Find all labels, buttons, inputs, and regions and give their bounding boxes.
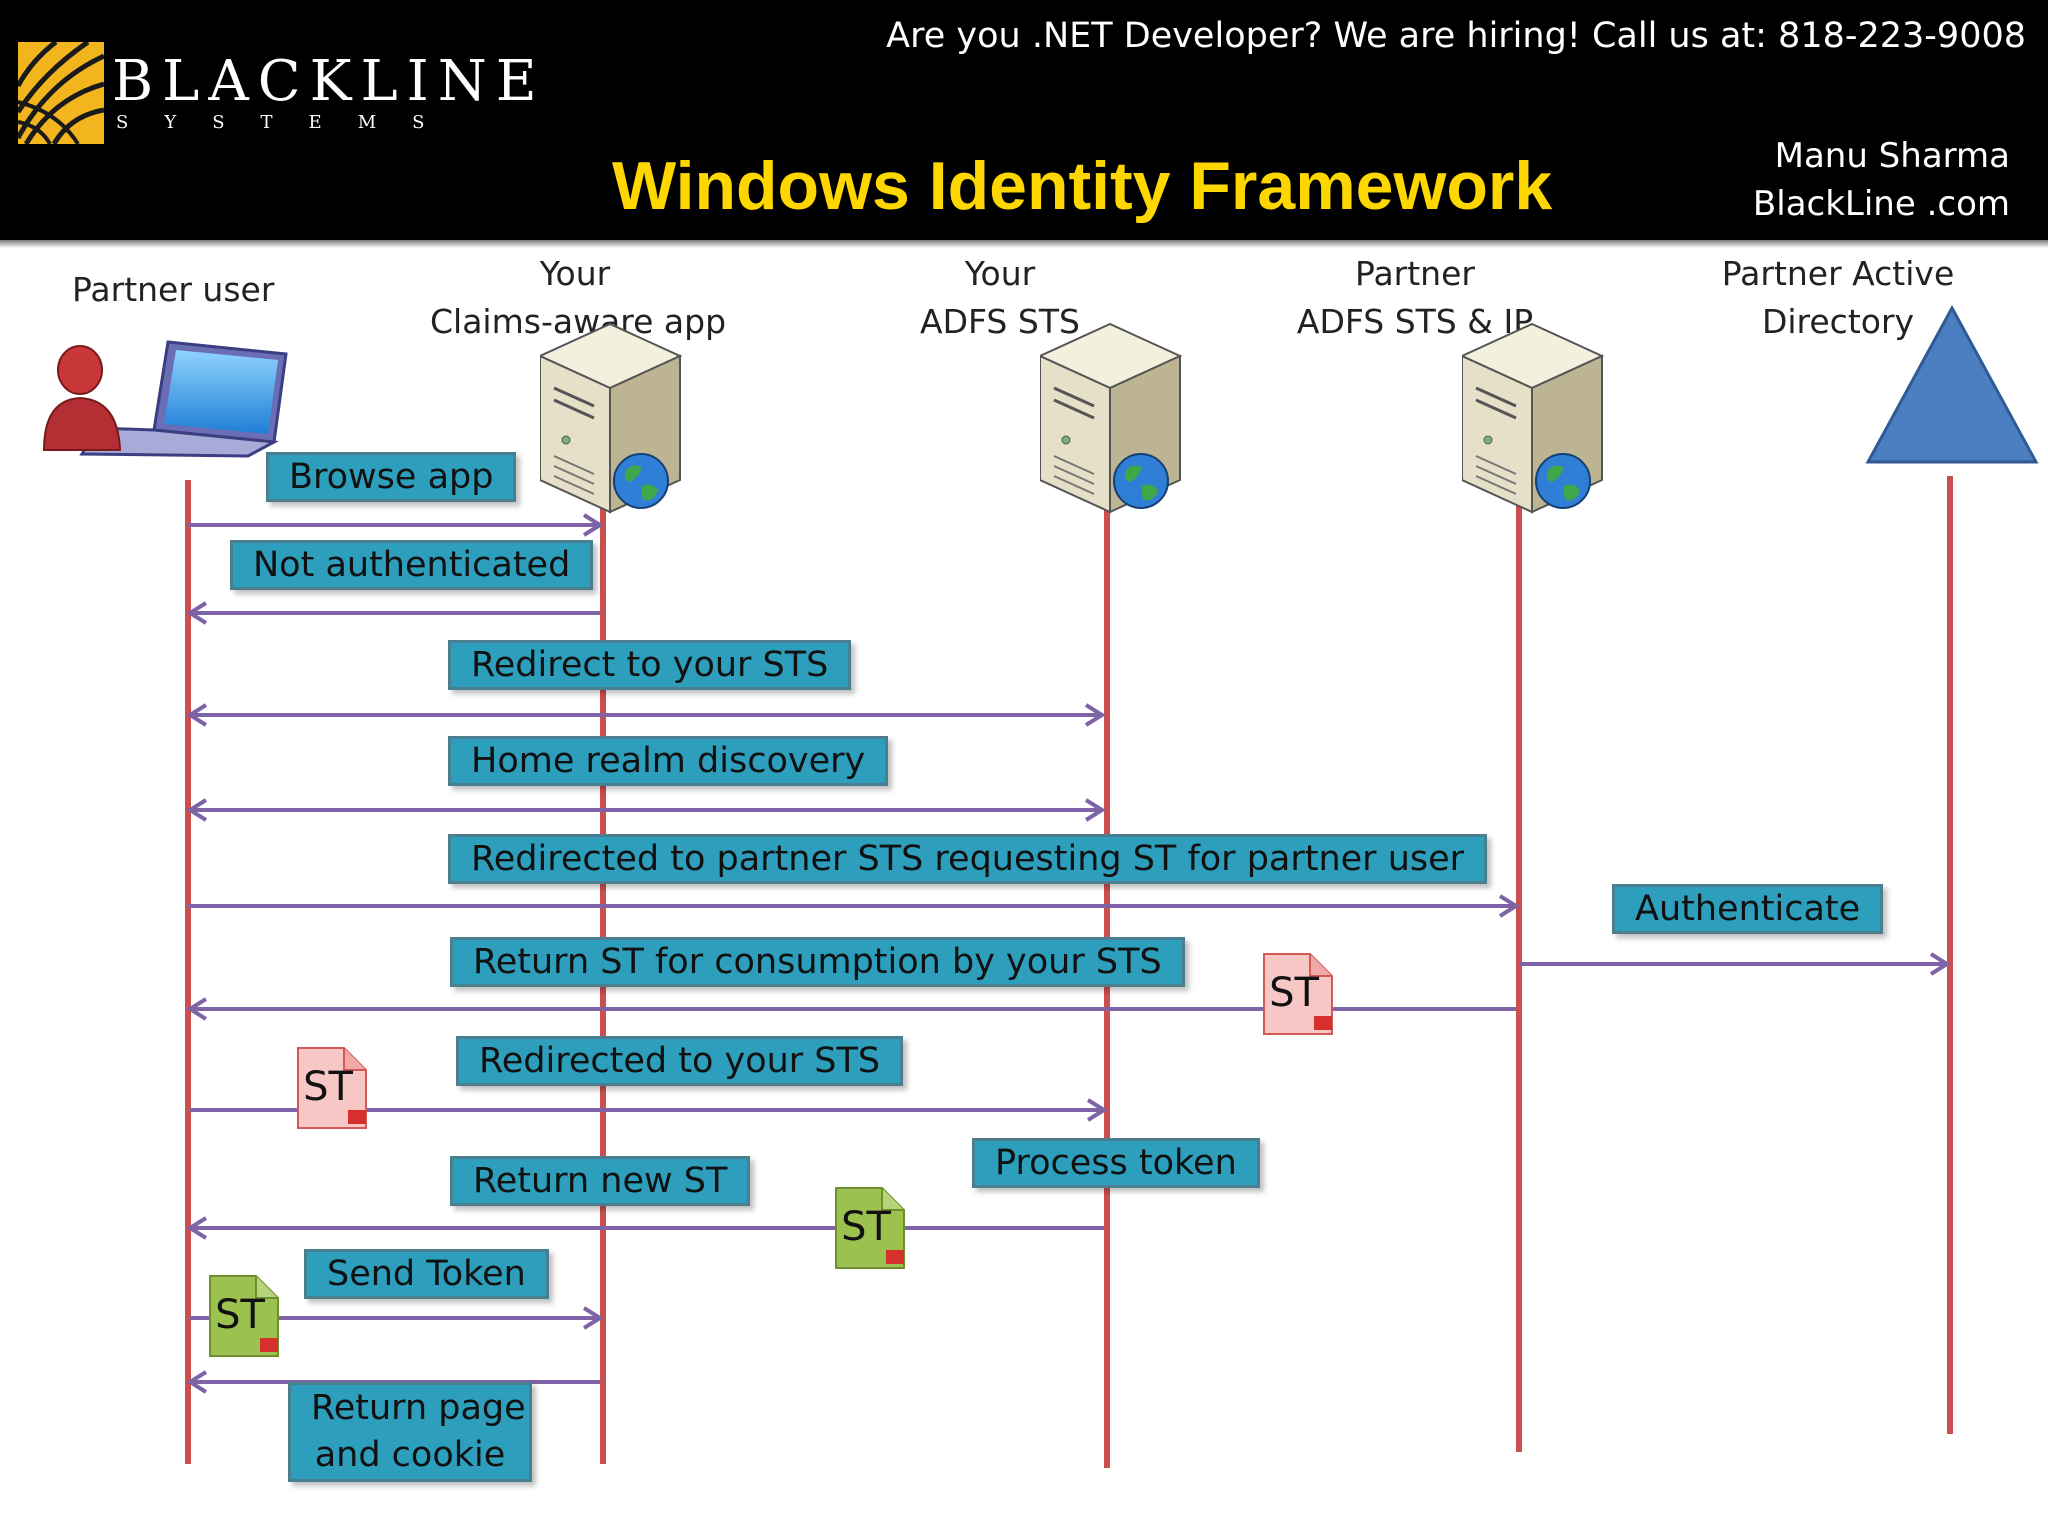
lifeline-partner-user	[185, 480, 191, 1464]
arrowhead	[582, 1306, 604, 1330]
arrowhead	[186, 703, 208, 727]
logo-wordmark: BLACKLINE	[112, 49, 546, 114]
actor-label-line-1: Your	[964, 254, 1036, 293]
arrowhead	[186, 1216, 208, 1240]
blackline-logo-icon	[15, 39, 106, 146]
directory-triangle-icon	[1864, 304, 2040, 466]
actor-label-partner-user: Partner user	[72, 270, 275, 309]
message-browse-app: Browse app	[266, 452, 517, 502]
author-name: Manu Sharma	[1774, 136, 2010, 176]
hiring-banner: Are you .NET Developer? We are hiring! C…	[886, 16, 2026, 56]
globe-icon	[612, 452, 670, 510]
security-token-icon: ST	[834, 1186, 906, 1270]
token-label: ST	[841, 1204, 891, 1250]
author-block: Manu Sharma BlackLine .com	[1753, 132, 2010, 228]
arrowhead	[186, 601, 208, 625]
token-label: ST	[215, 1292, 265, 1338]
security-token-icon: ST	[296, 1046, 368, 1130]
message-line-1: Return page	[311, 1388, 526, 1428]
arrowhead	[1498, 894, 1520, 918]
author-site: BlackLine .com	[1752, 184, 2010, 224]
header-shadow	[0, 240, 2048, 248]
web-server-icon	[1037, 316, 1190, 516]
arrowhead	[1086, 1098, 1108, 1122]
message-redirect-to-your-sts: Redirect to your STS	[448, 640, 852, 690]
arrowhead	[1929, 952, 1951, 976]
message-return-st: Return ST for consumption by your STS	[450, 937, 1185, 987]
token-label: ST	[303, 1064, 353, 1110]
message-return-new-st: Return new ST	[450, 1156, 751, 1206]
message-redirected-to-partner-sts: Redirected to partner STS requesting ST …	[448, 834, 1488, 884]
actor-label-active-directory: Partner Active Directory	[1700, 250, 1976, 346]
logo-subtitle: SYSTEMS	[116, 112, 461, 133]
arrowhead	[186, 997, 208, 1021]
message-send-token: Send Token	[304, 1249, 549, 1299]
security-token-icon: ST	[1262, 952, 1334, 1036]
message-not-authenticated: Not authenticated	[230, 540, 594, 590]
message-authenticate: Authenticate	[1612, 884, 1884, 934]
globe-icon	[1112, 452, 1170, 510]
message-home-realm-discovery: Home realm discovery	[448, 736, 889, 786]
arrowhead	[582, 513, 604, 537]
message-redirected-to-your-sts: Redirected to your STS	[456, 1036, 904, 1086]
arrowhead	[1084, 798, 1106, 822]
actor-label-line-2: ADFS STS	[920, 302, 1080, 341]
arrowhead	[186, 1370, 208, 1394]
lifeline-partner-sts	[1516, 500, 1522, 1452]
message-process-token: Process token	[972, 1138, 1260, 1188]
actor-label-line-2: Directory	[1761, 302, 1915, 341]
actor-label-line-2: Claims-aware app	[430, 302, 727, 341]
security-token-icon: ST	[208, 1274, 280, 1358]
arrowhead	[186, 798, 208, 822]
user-laptop-icon	[38, 338, 288, 458]
arrowhead	[1084, 703, 1106, 727]
actor-label-line-1: Partner Active	[1721, 254, 1955, 293]
message-line-2: and cookie	[314, 1435, 506, 1475]
actor-label-claims-app: Your Claims-aware app	[430, 250, 727, 346]
globe-icon	[1534, 452, 1592, 510]
actor-label-your-sts: Your ADFS STS	[880, 250, 1120, 346]
header-band	[0, 0, 2048, 240]
actor-label-line-2: ADFS STS & IP	[1296, 302, 1534, 341]
message-return-page-and-cookie: Return page and cookie	[288, 1382, 532, 1482]
token-label: ST	[1269, 970, 1319, 1016]
actor-label-partner-sts: Partner ADFS STS & IP	[1290, 250, 1540, 346]
actor-label-line-1: Your	[539, 254, 611, 293]
lifeline-active-directory	[1947, 476, 1953, 1434]
page-title: Windows Identity Framework	[612, 148, 1553, 224]
actor-label-line-1: Partner	[1355, 254, 1475, 293]
